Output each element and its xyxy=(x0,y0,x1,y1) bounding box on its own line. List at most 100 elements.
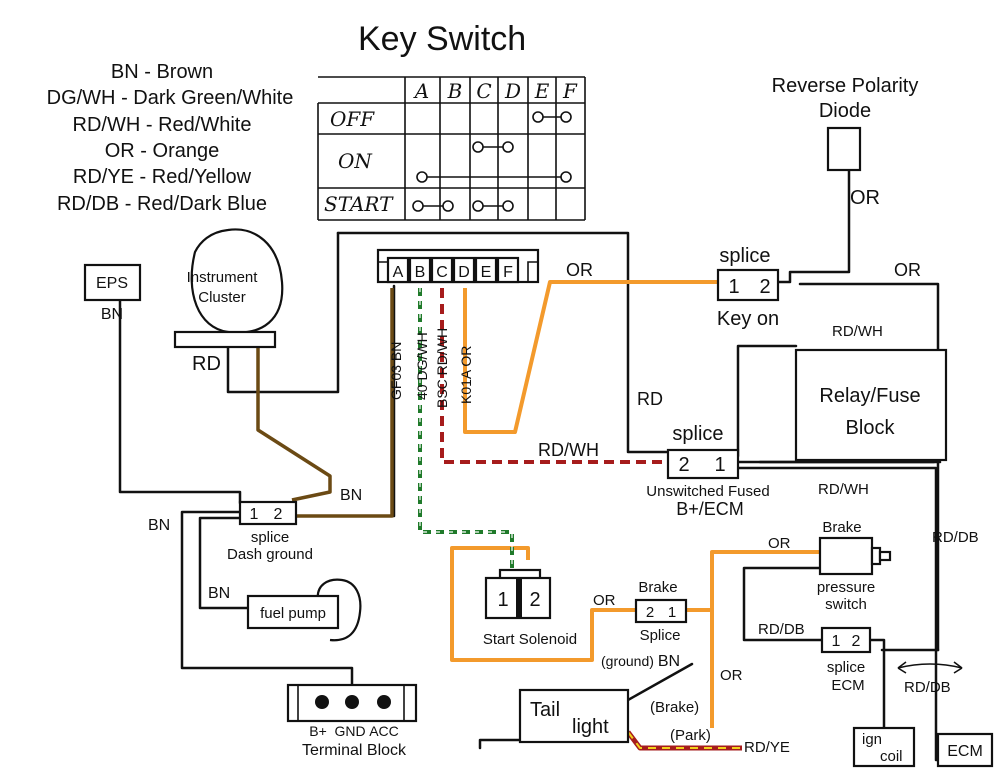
wire-label: OR xyxy=(720,667,743,684)
svg-text:ECM: ECM xyxy=(831,677,864,694)
svg-text:Relay/Fuse: Relay/Fuse xyxy=(819,385,920,407)
column-header: F xyxy=(562,79,578,103)
brake-splice: Brake 2 1 Splice xyxy=(634,579,688,644)
legend-item: BN - Brown xyxy=(111,61,213,83)
svg-text:Start Solenoid: Start Solenoid xyxy=(483,631,577,648)
svg-text:B+/ECM: B+/ECM xyxy=(676,499,744,519)
column-header: D xyxy=(504,79,521,103)
relay-fuse-block: Relay/Fuse Block xyxy=(794,348,948,462)
key-switch-table: A B C D E F OFF ON START xyxy=(317,76,586,221)
svg-text:Unswitched Fused: Unswitched Fused xyxy=(646,483,769,500)
wire-label: 40 DG/WH xyxy=(414,332,430,400)
wire-label: (ground) BN xyxy=(601,653,680,670)
brake-pressure-switch: Brake pressure switch xyxy=(817,519,892,613)
column-header: B xyxy=(447,79,463,103)
ecm-box: ECM xyxy=(936,732,994,768)
wire-label: BSC RD/WH xyxy=(434,328,450,408)
dashed-wires xyxy=(418,288,742,751)
svg-text:Key on: Key on xyxy=(717,308,779,330)
wire-label: BN xyxy=(208,585,230,602)
wire-label: RD xyxy=(637,389,663,409)
column-header: A xyxy=(413,79,429,103)
svg-text:1: 1 xyxy=(668,604,676,621)
wire-label: OR xyxy=(566,260,593,280)
diagram-title: Key Switch xyxy=(358,20,526,58)
svg-text:ACC: ACC xyxy=(369,723,399,739)
svg-text:fuel pump: fuel pump xyxy=(260,605,326,622)
svg-text:light: light xyxy=(572,716,609,738)
rddb-arrow xyxy=(897,661,963,674)
wire-label: (Brake) xyxy=(650,699,699,716)
svg-text:Brake: Brake xyxy=(638,579,677,596)
svg-text:Dash ground: Dash ground xyxy=(227,546,313,563)
wire-label: BN xyxy=(148,517,170,534)
terminal-block: B+ GND ACC Terminal Block xyxy=(286,683,418,759)
wire-label: OR xyxy=(593,592,616,609)
wire-label: (Park) xyxy=(670,727,711,744)
wire-label: RD/WH xyxy=(832,323,883,340)
orange-wires xyxy=(450,280,820,728)
svg-text:1: 1 xyxy=(714,454,725,476)
svg-text:Block: Block xyxy=(846,417,896,439)
svg-text:F: F xyxy=(503,264,513,281)
row-label-start: START xyxy=(324,192,394,216)
svg-text:GND: GND xyxy=(334,723,365,739)
black-wires xyxy=(118,168,950,762)
legend-item: DG/WH - Dark Green/White xyxy=(47,87,294,109)
wire-label: RD/WH xyxy=(818,481,869,498)
wire-label: GF03 BN xyxy=(388,342,404,400)
column-header: C xyxy=(476,79,491,103)
svg-text:B: B xyxy=(415,264,426,281)
svg-text:Brake: Brake xyxy=(822,519,861,536)
reverse-polarity-diode: Reverse Polarity Diode xyxy=(772,75,919,172)
ign-coil: ign coil xyxy=(852,726,916,768)
svg-text:C: C xyxy=(436,264,448,281)
eps-box: EPS xyxy=(83,263,142,302)
svg-text:Diode: Diode xyxy=(819,100,871,122)
tail-light: Tail light xyxy=(518,688,630,744)
svg-text:B+: B+ xyxy=(309,723,327,739)
svg-text:switch: switch xyxy=(825,596,867,613)
svg-text:2: 2 xyxy=(852,633,861,650)
wire-label: K01A OR xyxy=(458,346,474,404)
wire-label: OR xyxy=(768,535,791,552)
wire-label: OR xyxy=(894,260,921,280)
wire-label: OR xyxy=(850,187,880,209)
wire-label: BN xyxy=(340,487,362,504)
svg-text:E: E xyxy=(481,264,492,281)
wire-label: RD xyxy=(192,353,221,375)
svg-text:1: 1 xyxy=(497,589,508,611)
instrument-cluster: Instrument Cluster xyxy=(173,228,284,349)
svg-text:1: 1 xyxy=(728,276,739,298)
key-switch-connector: A B C D E F xyxy=(376,248,540,284)
svg-text:2: 2 xyxy=(678,454,689,476)
svg-text:Tail: Tail xyxy=(530,699,560,721)
splice-dash-ground: 1 2 splice Dash ground xyxy=(227,500,313,563)
svg-text:D: D xyxy=(458,264,470,281)
fuel-pump: fuel pump xyxy=(246,578,362,642)
svg-text:1: 1 xyxy=(832,633,841,650)
svg-text:ECM: ECM xyxy=(947,743,983,760)
svg-text:Reverse Polarity: Reverse Polarity xyxy=(772,75,919,97)
splice-unswitched: splice 2 1 Unswitched Fused B+/ECM xyxy=(646,423,769,519)
legend-item: RD/YE - Red/Yellow xyxy=(73,166,252,188)
wire-label: RD/WH xyxy=(538,440,599,460)
svg-text:splice: splice xyxy=(719,245,770,267)
wire-label: RD/DB xyxy=(904,679,951,696)
color-legend: BN - Brown DG/WH - Dark Green/White RD/W… xyxy=(47,61,294,215)
svg-text:A: A xyxy=(393,264,404,281)
column-header: E xyxy=(534,79,550,103)
start-solenoid: 1 2 Start Solenoid xyxy=(483,568,577,648)
splice-key-on: splice 1 2 Key on xyxy=(717,245,779,330)
svg-text:pressure: pressure xyxy=(817,579,875,596)
row-label-off: OFF xyxy=(330,107,375,131)
splice-ecm: 1 2 splice ECM xyxy=(820,626,872,694)
legend-item: RD/DB - Red/Dark Blue xyxy=(57,193,267,215)
svg-text:2: 2 xyxy=(646,604,654,621)
svg-text:splice: splice xyxy=(827,659,865,676)
svg-text:1: 1 xyxy=(250,506,259,523)
svg-text:Terminal Block: Terminal Block xyxy=(302,742,407,759)
wire-label: RD/YE xyxy=(744,739,790,756)
svg-text:splice: splice xyxy=(672,423,723,445)
svg-text:2: 2 xyxy=(759,276,770,298)
